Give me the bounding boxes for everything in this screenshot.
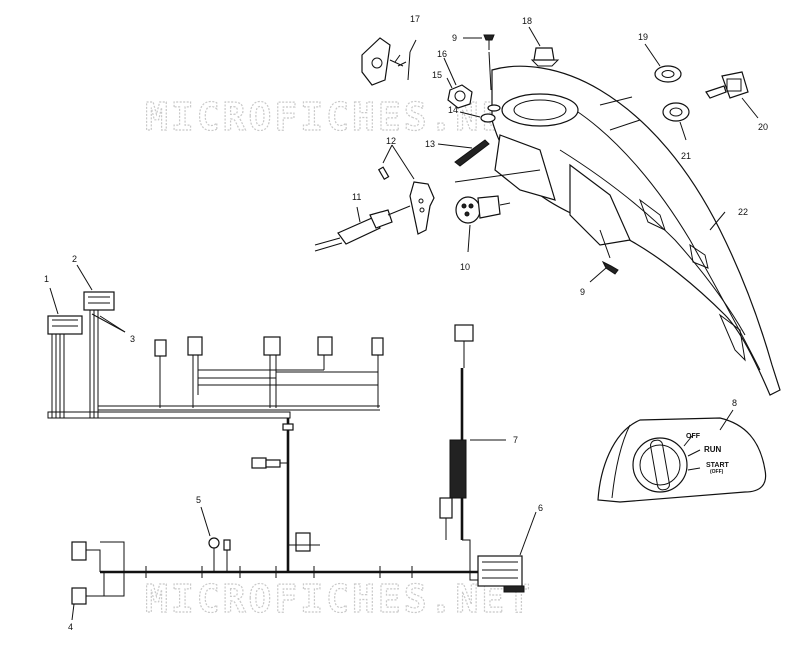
callout-12: 12 <box>386 136 396 146</box>
part-9-screw-top <box>463 34 495 91</box>
part-13-strip <box>437 139 490 167</box>
part-14-washer <box>459 111 496 123</box>
callout-2: 2 <box>72 254 77 264</box>
callout-21: 21 <box>681 151 691 161</box>
part-17-bracket <box>361 37 391 86</box>
callout-numbers: 1 2 3 4 5 6 7 8 9 9 10 11 12 13 14 15 16… <box>44 14 768 632</box>
watermark-bottom: MICROFICHES.NET <box>145 577 533 621</box>
callout-16: 16 <box>437 49 447 59</box>
callout-5: 5 <box>196 495 201 505</box>
label-off: OFF <box>686 433 701 440</box>
part-21-grommet <box>662 102 690 141</box>
part-22-cover <box>491 65 781 396</box>
callout-22: 22 <box>738 207 748 217</box>
part-7-bundle <box>439 324 506 540</box>
part-1-connector <box>47 287 83 335</box>
callout-13: 13 <box>425 139 435 149</box>
watermark-top: MICROFICHES.NET <box>145 95 533 139</box>
ignition-bezel <box>501 93 579 127</box>
callout-19: 19 <box>638 32 648 42</box>
callout-18: 18 <box>522 16 532 26</box>
label-run: RUN <box>704 445 722 454</box>
callout-9-top: 9 <box>452 33 457 43</box>
part-4-connector <box>71 541 125 621</box>
part-20-key <box>705 71 759 119</box>
callout-1: 1 <box>44 274 49 284</box>
part-15-nut <box>446 77 473 109</box>
part-2-connector <box>76 264 115 311</box>
callout-11: 11 <box>352 192 361 202</box>
part-11-switch <box>314 205 411 252</box>
side-plug <box>251 457 267 469</box>
callout-4: 4 <box>68 622 73 632</box>
part-6-connector <box>462 511 537 593</box>
callout-9-lower: 9 <box>580 287 585 297</box>
part-18-socket <box>528 26 560 67</box>
callout-8: 8 <box>732 398 737 408</box>
callout-6: 6 <box>538 503 543 513</box>
part-5-terminal <box>200 506 231 572</box>
part-19-grommet <box>644 43 682 83</box>
callout-15: 15 <box>432 70 442 80</box>
callout-3: 3 <box>130 334 135 344</box>
callout-17: 17 <box>410 14 420 24</box>
lower-bracket <box>494 134 556 201</box>
part-12-pin-lever <box>377 144 435 235</box>
ignition-switch-knob <box>632 437 688 493</box>
wiring-harness <box>47 264 537 621</box>
label-start-sub: (OFF) <box>710 469 724 475</box>
connector-row <box>154 336 384 408</box>
callout-10: 10 <box>460 262 470 272</box>
label-start: START <box>706 462 730 469</box>
callout-14: 14 <box>448 105 458 115</box>
callout-7: 7 <box>513 435 518 445</box>
part-8-ignition-panel: OFF RUN START (OFF) <box>597 409 767 503</box>
callout-20: 20 <box>758 122 768 132</box>
part-10-connector <box>455 195 511 253</box>
part-9-screw-lower <box>589 260 619 283</box>
upper-assembly <box>314 26 781 396</box>
